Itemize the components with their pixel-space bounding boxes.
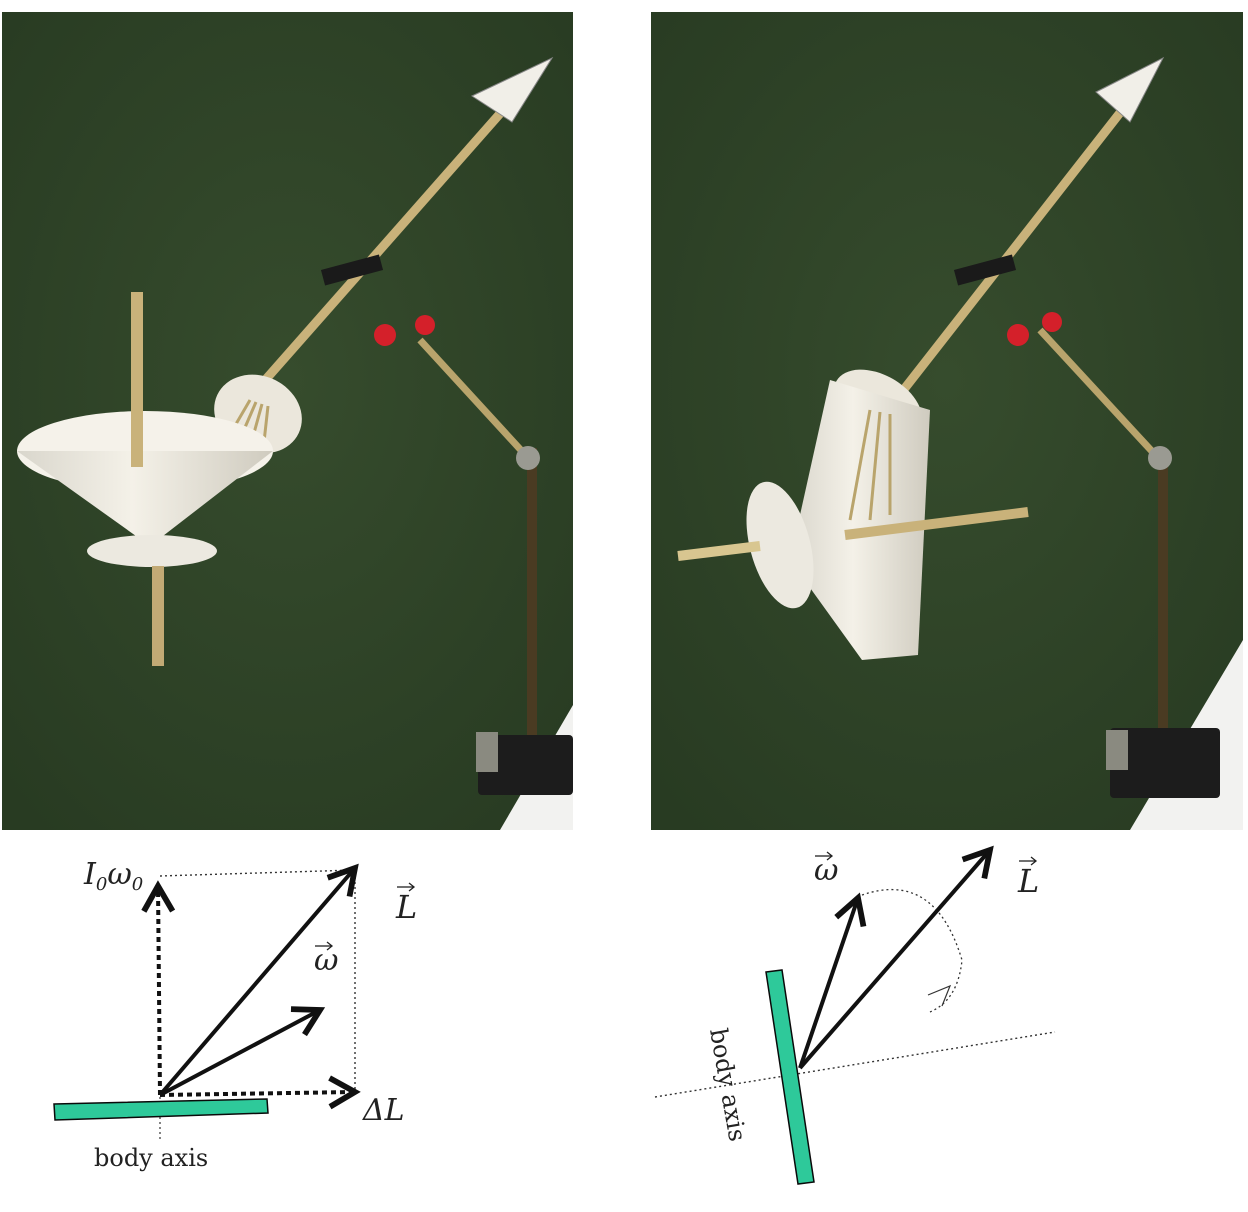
red-knob-right [1007,324,1029,346]
wheel-spokes-right [848,409,892,521]
arc-arrowhead [927,984,952,1007]
right-photo [651,12,1243,830]
lower-stick [152,566,164,666]
stand-base [478,735,573,795]
right-photo-backdrop [651,12,1243,830]
upper-stick [131,292,143,467]
cone-body [17,451,273,546]
label-omega: ω [314,943,338,978]
left-photo [2,12,573,830]
left-stick-right [677,541,761,561]
stand-clamp [476,732,498,772]
label-body-axis-right: body axis [704,1026,751,1143]
label-I0w0: I0ω0 [83,857,143,895]
label-L: L [395,888,417,926]
stand-rod [527,448,537,748]
cross-stick-right [844,507,1029,540]
support-arm-right [1037,327,1163,463]
omega-vector-arrowhead [326,941,334,951]
L-vector-arrowhead [408,882,416,892]
guide-top [159,869,356,877]
gimbal-clamp-right [953,254,1017,286]
label-omega-right: ω [814,853,838,888]
label-omega-group: ω [314,941,338,978]
omega-vector [159,1006,326,1097]
label-body-axis-left: body axis [94,1144,208,1172]
tip-cone [470,56,554,123]
right-vector-diagram: ω L body axis [654,845,1056,1185]
label-L-right-group: L [1017,856,1039,900]
L-right-vector-arrowhead [1030,856,1038,866]
left-vector-diagram: I0ω0 L ω ΔL body axis [53,857,417,1172]
body-axis-bar [53,1098,269,1121]
label-omega-right-group: ω [814,851,838,888]
cone-base-disk [87,535,217,567]
L-vector-right [798,845,994,1070]
tilted-cone-body [790,380,930,660]
omega-right-vector-arrowhead [826,851,834,861]
red-knob [374,324,396,346]
L-vector [158,863,359,1097]
support-arm [417,337,533,463]
red-knob-right-2 [1042,312,1062,332]
tilted-cone-disk [746,481,814,609]
arm-joint [516,446,540,470]
label-L-group: L [395,882,417,926]
label-deltaL: ΔL [362,1093,405,1128]
label-L-right: L [1017,862,1039,900]
stand-base-right [1110,728,1220,798]
deltaL-vector [159,1075,361,1110]
body-axis-bar-right [765,969,815,1185]
tip-cone-right [1095,56,1165,123]
omega-vector-right [798,892,867,1069]
arm-joint-right [1148,446,1172,470]
stand-rod-right [1158,450,1168,750]
stand-clamp-right [1106,730,1128,770]
red-knob-2 [415,315,435,335]
I0w0-vector [141,880,176,1096]
gimbal-clamp [320,254,384,286]
